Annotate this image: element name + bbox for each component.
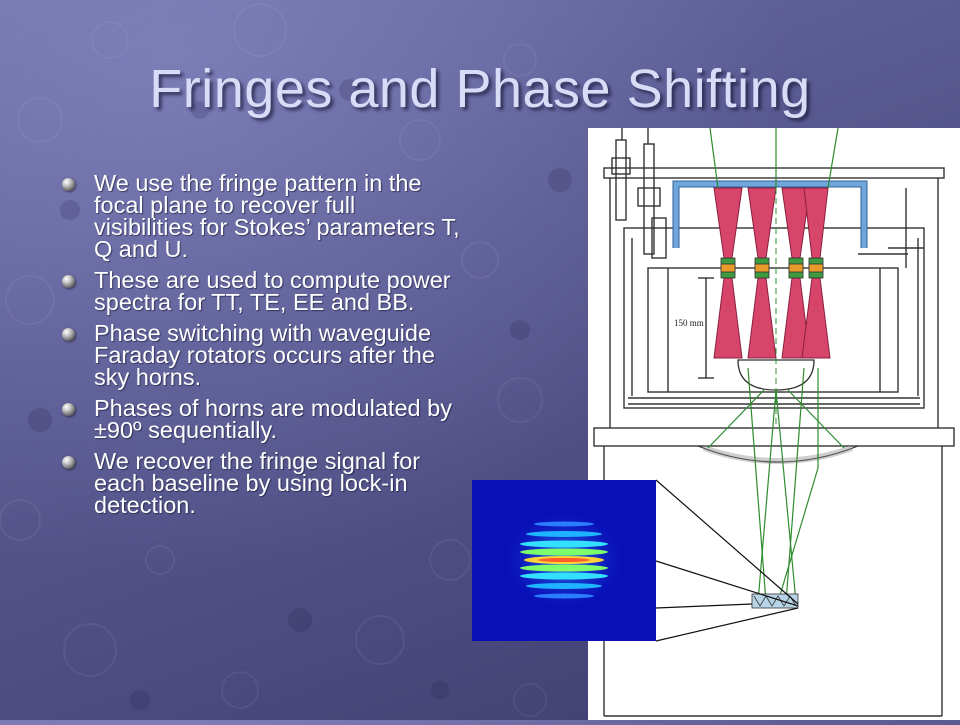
horn-array <box>713 187 831 359</box>
bullet-text: We use the fringe pattern in the focal p… <box>94 170 460 262</box>
bullet-item: Phase switching with waveguide Faraday r… <box>60 320 460 390</box>
bullet-item: We use the fringe pattern in the focal p… <box>60 170 460 262</box>
bullet-sphere-icon <box>62 178 75 191</box>
bullet-item: We recover the fringe signal for each ba… <box>60 448 460 518</box>
fringe-pattern-graphic <box>472 480 656 641</box>
bullet-sphere-icon <box>62 328 75 341</box>
bullet-text: These are used to compute power spectra … <box>94 267 451 315</box>
bullet-sphere-icon <box>62 275 75 288</box>
bullet-sphere-icon <box>62 403 75 416</box>
bullet-text: We recover the fringe signal for each ba… <box>94 448 421 518</box>
bullet-text: Phases of horns are modulated by ±90º se… <box>94 395 452 443</box>
dimension-label: 150 mm <box>674 318 704 328</box>
bullet-sphere-icon <box>62 456 75 469</box>
bullet-item: Phases of horns are modulated by ±90º se… <box>60 395 460 443</box>
fringe-pattern-image <box>472 480 656 641</box>
bullet-list: We use the fringe pattern in the focal p… <box>60 170 460 525</box>
bullet-item: These are used to compute power spectra … <box>60 267 460 315</box>
bullet-text: Phase switching with waveguide Faraday r… <box>94 320 435 390</box>
slide-title: Fringes and Phase Shifting <box>149 59 811 119</box>
